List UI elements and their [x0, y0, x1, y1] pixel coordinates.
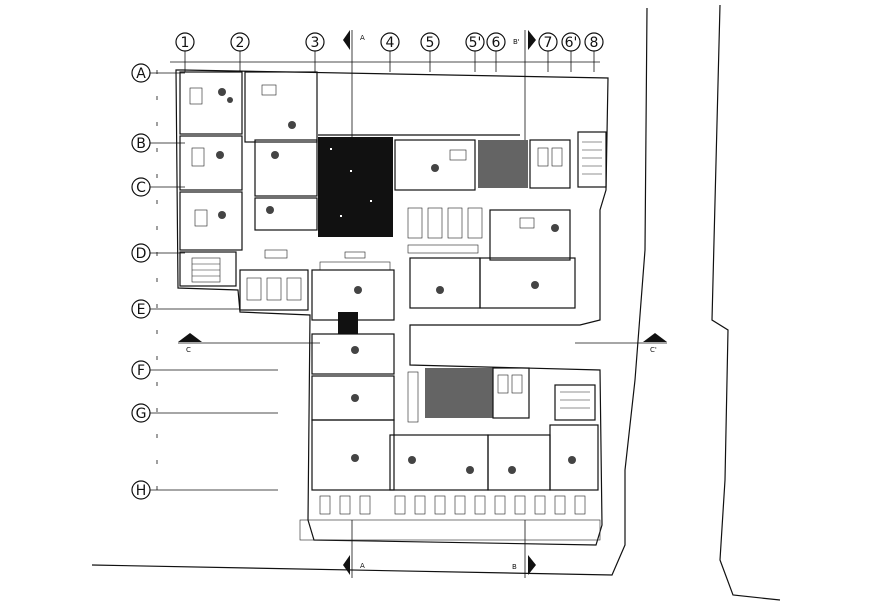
room-furniture	[189, 84, 576, 474]
right-lower-block	[389, 367, 599, 491]
svg-text:C: C	[136, 180, 146, 196]
svg-text:F: F	[137, 363, 145, 379]
svg-text:5': 5'	[469, 35, 482, 51]
central-hall	[318, 134, 520, 271]
grid-column-5: 5	[420, 32, 440, 72]
svg-text:4: 4	[386, 35, 395, 51]
svg-text:B': B'	[513, 38, 520, 46]
grid-column-7: 7	[538, 32, 558, 72]
svg-text:C: C	[186, 346, 191, 354]
grid-row-f: F	[131, 360, 278, 380]
section-mark-top-a: A	[343, 30, 365, 140]
grid-column-3: 3	[305, 32, 325, 72]
svg-text:A: A	[136, 66, 146, 82]
svg-text:B: B	[136, 136, 146, 152]
grid-column-6-prime: 6'	[561, 32, 581, 72]
column-grid: 1 2 3 4 5 5' 6	[170, 32, 604, 72]
grid-row-h: H	[131, 480, 278, 500]
svg-text:B: B	[512, 563, 517, 571]
grid-row-e: E	[131, 299, 240, 319]
svg-text:C': C'	[650, 346, 657, 354]
grid-column-5-prime: 5'	[465, 32, 485, 72]
section-mark-right-c: C'	[575, 333, 667, 354]
center-column-rooms	[311, 269, 395, 491]
grid-row-d: D	[131, 243, 185, 263]
svg-text:8: 8	[590, 35, 599, 51]
building-outline	[175, 69, 609, 546]
svg-text:A: A	[360, 34, 365, 42]
svg-text:E: E	[137, 302, 146, 318]
svg-text:6: 6	[492, 35, 501, 51]
row-grid: A B C D E F G	[131, 63, 278, 500]
svg-text:1: 1	[181, 35, 190, 51]
section-mark-left-c: C	[178, 333, 320, 354]
grid-column-2: 2	[230, 32, 250, 72]
grid-row-c: C	[131, 177, 185, 197]
section-mark-bottom-a: A	[343, 520, 365, 578]
courtyard-hatch	[318, 137, 393, 237]
section-markers: A B' A B C C'	[178, 30, 667, 578]
grid-column-1: 1	[175, 32, 195, 72]
right-upper-block	[394, 131, 607, 309]
site-boundary	[91, 4, 781, 601]
svg-text:H: H	[136, 483, 147, 499]
grid-column-4: 4	[380, 32, 400, 72]
svg-text:5: 5	[426, 35, 435, 51]
svg-text:3: 3	[311, 35, 320, 51]
svg-text:D: D	[136, 246, 147, 262]
bottom-bed-row	[319, 495, 586, 515]
grid-column-6: 6	[486, 32, 506, 72]
grid-row-g: G	[131, 403, 278, 423]
svg-text:G: G	[136, 406, 147, 422]
left-wing-rooms	[179, 71, 318, 311]
svg-text:2: 2	[236, 35, 245, 51]
grid-row-b: B	[131, 133, 185, 153]
svg-text:A: A	[360, 562, 365, 570]
svg-text:7: 7	[544, 35, 553, 51]
section-mark-top-b: B'	[513, 30, 536, 140]
grid-row-a: A	[131, 63, 185, 83]
grid-column-8: 8	[584, 32, 604, 72]
svg-text:6': 6'	[565, 35, 578, 51]
section-mark-bottom-b: B	[512, 520, 536, 578]
